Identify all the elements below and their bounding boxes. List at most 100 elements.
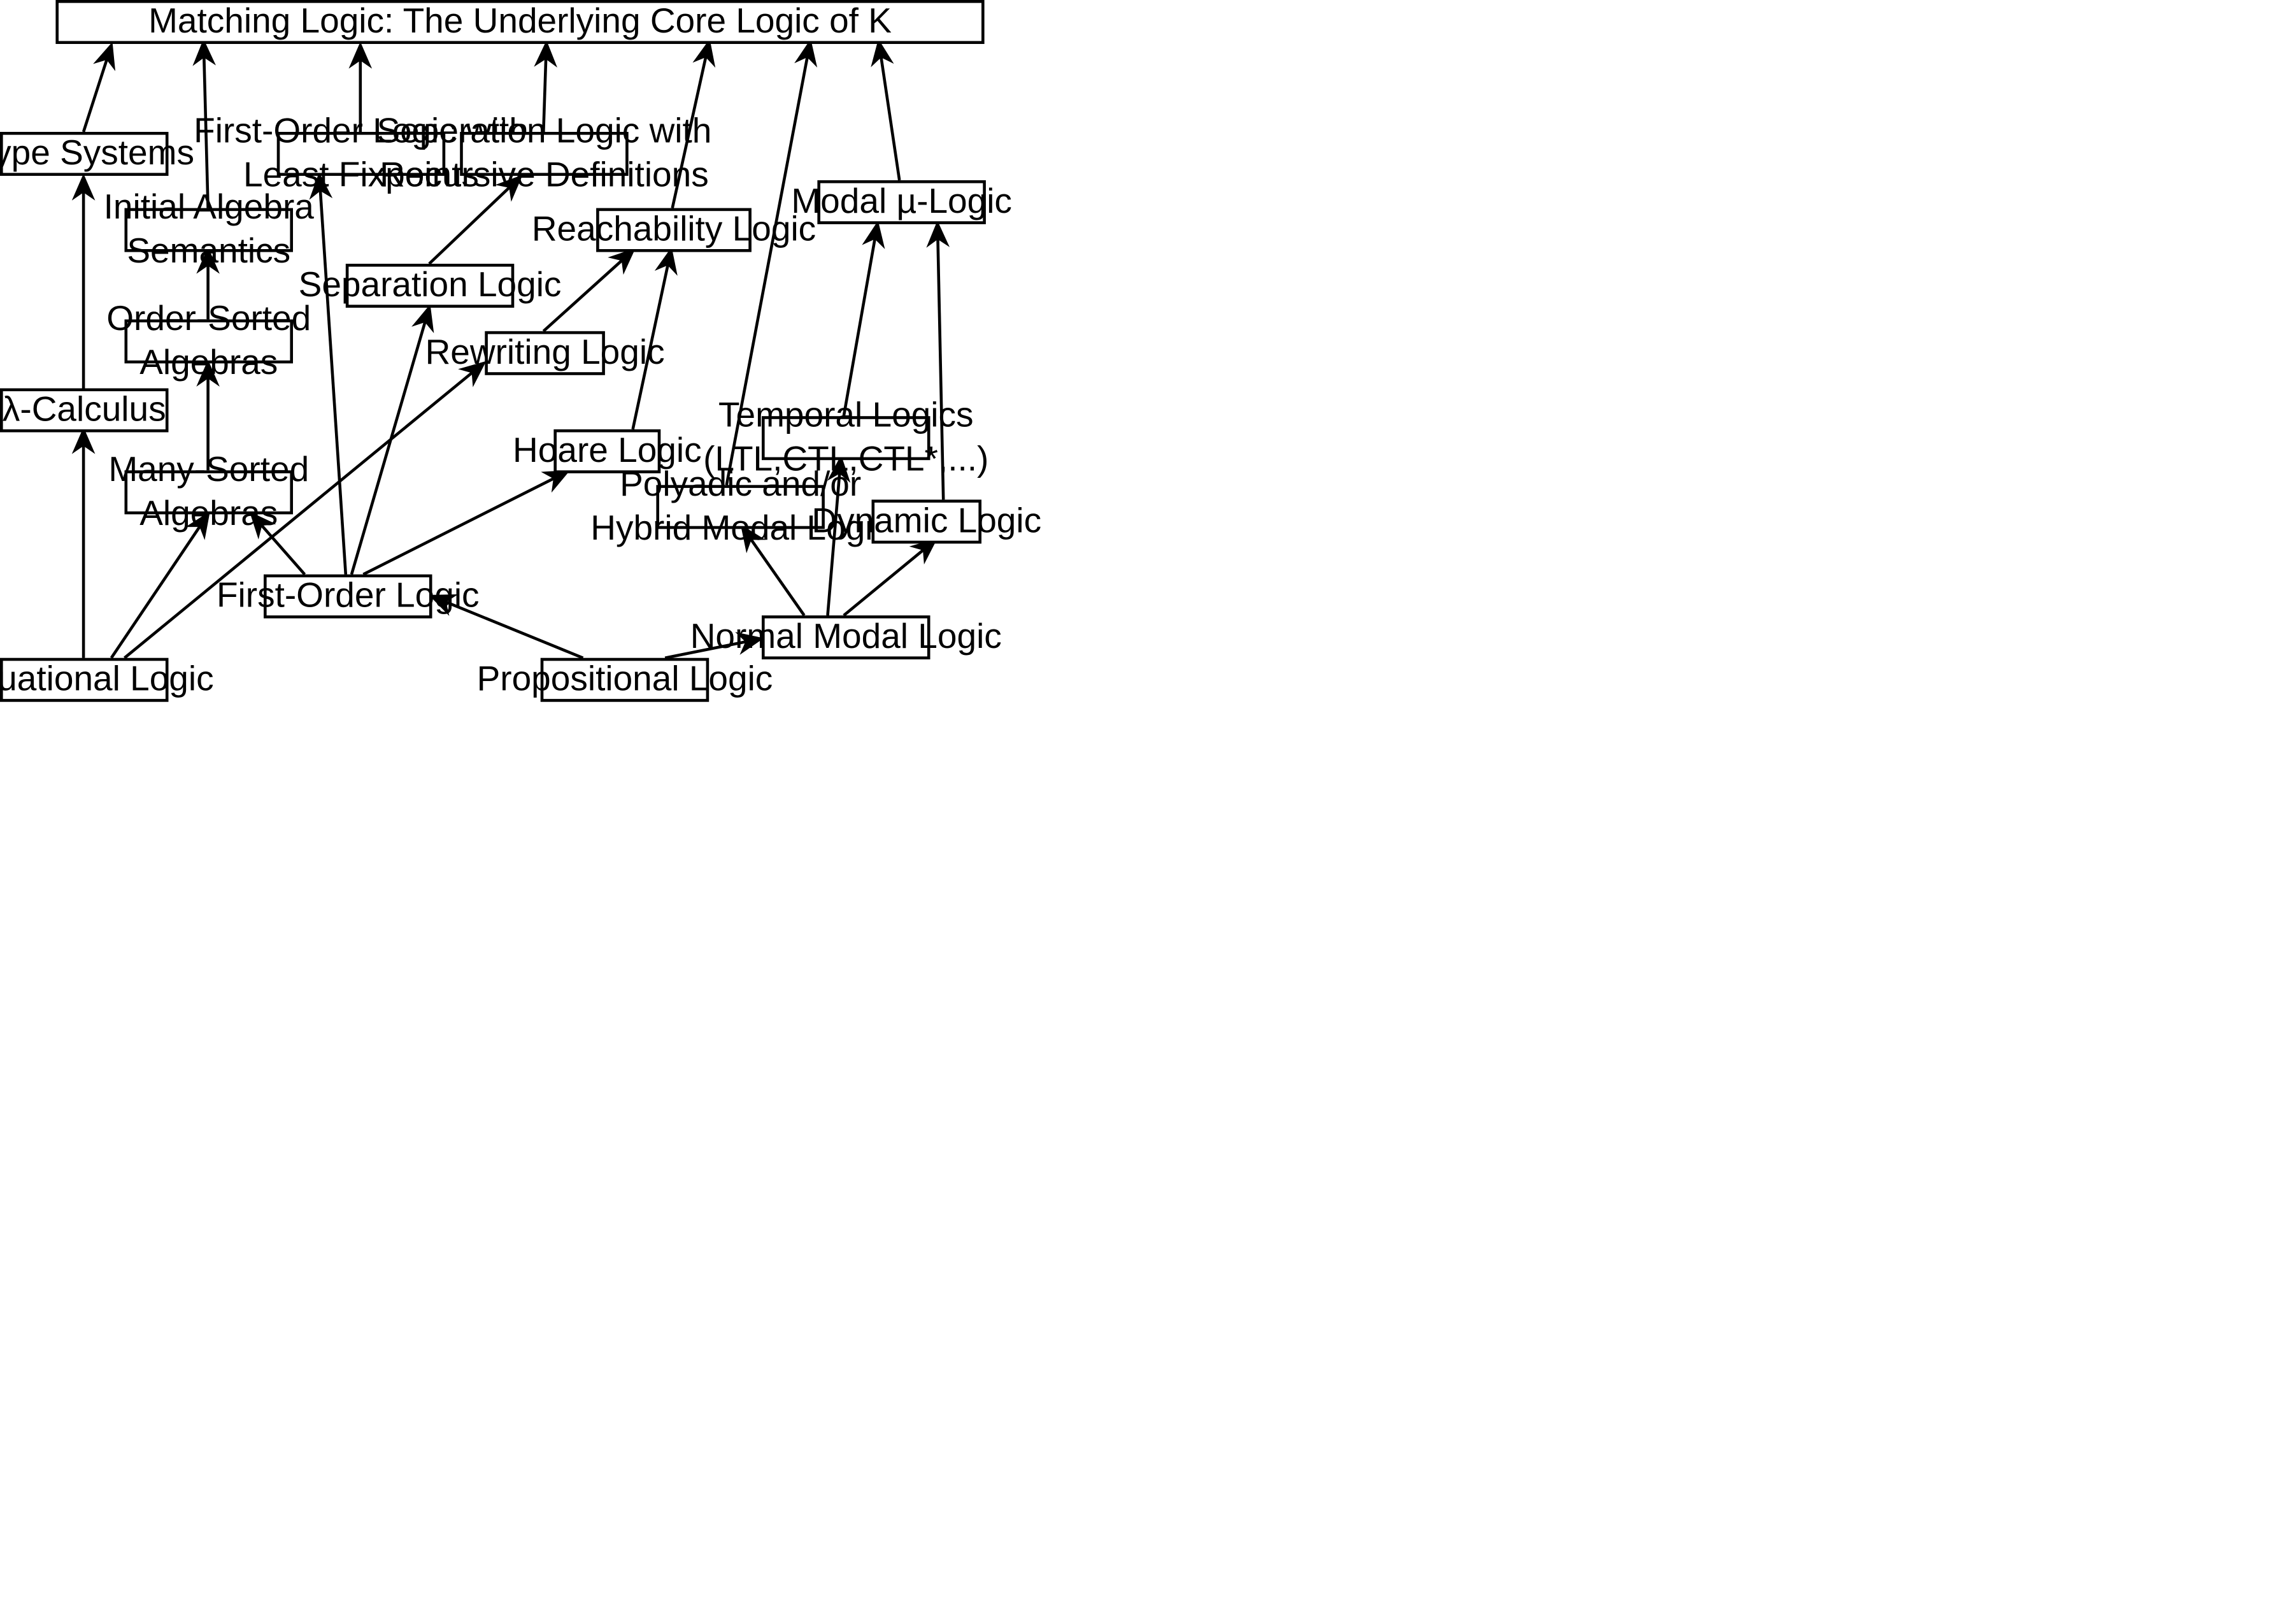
arrowhead-icon xyxy=(71,427,96,454)
edge-propositional-to-fol xyxy=(429,594,584,659)
arrowhead-icon xyxy=(93,41,116,71)
node-box xyxy=(0,132,169,176)
node-separation: Separation Logic xyxy=(299,263,562,308)
edge-line xyxy=(362,476,556,576)
edge-line xyxy=(936,237,945,500)
arrowhead-icon xyxy=(871,38,894,68)
edge-equational-to-lambda xyxy=(71,427,96,658)
edge-initial_algebra-to-matching xyxy=(192,38,216,208)
edge-line xyxy=(444,599,584,659)
node-box xyxy=(460,132,629,176)
edge-normal_modal-to-dynamic xyxy=(843,538,938,617)
node-label-line: Order-Sorted xyxy=(106,298,311,338)
node-label-line: Initial Algebra xyxy=(104,187,315,226)
node-label-line: Least Fixpoints xyxy=(243,155,479,194)
node-hoare: Hoare Logic xyxy=(513,429,702,473)
edge-lambda-to-type_systems xyxy=(71,173,96,389)
edge-line xyxy=(110,524,202,659)
arrowhead-icon xyxy=(926,220,950,248)
arrowhead-icon xyxy=(411,304,434,334)
node-modal-mu: Modal µ-Logic xyxy=(791,180,1012,224)
node-box xyxy=(0,657,169,702)
arrowhead-icon xyxy=(192,38,216,66)
node-temporal: Temporal Logics(LTL,CTL,CTL*,...) xyxy=(703,395,988,478)
node-label-line: Matching Logic: The Underlying Core Logi… xyxy=(148,1,892,40)
arrowhead-icon xyxy=(735,631,764,655)
edge-line xyxy=(124,370,474,659)
node-label-line: Recursive Definitions xyxy=(380,155,709,194)
node-label-line: Hoare Logic xyxy=(513,430,702,470)
node-box xyxy=(553,429,661,473)
arrowhead-icon xyxy=(309,172,333,200)
node-box xyxy=(596,208,752,252)
node-box xyxy=(485,331,605,375)
node-label-line: Many-Sorted xyxy=(108,449,309,489)
edge-sep_rec-to-matching xyxy=(534,40,557,133)
node-box xyxy=(762,615,931,659)
edge-line xyxy=(428,185,511,265)
node-label-line: Polyadic and/or xyxy=(620,464,861,503)
edge-equational-to-many_sorted xyxy=(110,511,210,659)
node-label-line: λ-Calculus xyxy=(3,389,166,429)
arrowhead-icon xyxy=(534,40,557,68)
node-equational: Equational Logic xyxy=(0,657,214,702)
edge-line xyxy=(664,640,748,659)
edge-fol-to-hoare xyxy=(362,470,571,576)
edge-line xyxy=(82,57,109,133)
node-label-line: Seperation Logic with xyxy=(377,111,712,150)
edge-fol-to-separation xyxy=(350,304,434,575)
edge-temporal-to-modal_mu xyxy=(842,220,885,417)
node-label-line: Normal Modal Logic xyxy=(690,616,1002,656)
node-box xyxy=(817,180,986,224)
edge-line xyxy=(725,55,809,485)
node-matching: Matching Logic: The Underlying Core Logi… xyxy=(55,0,985,45)
node-label-line: Hybrid Modal Logic xyxy=(590,508,890,547)
node-label-line: Propositional Logic xyxy=(477,659,773,698)
edge-line xyxy=(202,55,210,208)
node-label-line: Separation Logic xyxy=(299,264,562,304)
edge-polyadic-to-matching xyxy=(725,39,818,485)
node-box xyxy=(540,657,709,702)
edge-line xyxy=(843,548,925,617)
node-label-line: First-Order Logic xyxy=(217,575,480,615)
node-box xyxy=(0,388,169,433)
edge-modal_mu-to-matching xyxy=(871,38,901,181)
arrowhead-icon xyxy=(692,39,716,68)
node-box xyxy=(55,0,985,45)
arrowhead-icon xyxy=(429,594,459,616)
node-label-line: Algebras xyxy=(139,493,278,533)
edge-line xyxy=(350,320,427,575)
arrowhead-icon xyxy=(740,524,766,554)
edge-line xyxy=(631,263,670,430)
arrowhead-icon xyxy=(827,455,851,483)
arrowhead-icon xyxy=(249,511,276,540)
arrowhead-icon xyxy=(794,39,818,68)
edge-line xyxy=(259,523,306,576)
edge-fol-to-fol_lfp xyxy=(309,172,348,575)
node-label-line: Type Systems xyxy=(0,133,194,172)
node-box xyxy=(871,499,982,544)
nodes-layer: Matching Logic: The Underlying Core Logi… xyxy=(0,0,1041,702)
node-label-line: Modal µ-Logic xyxy=(791,181,1012,220)
edge-line xyxy=(879,55,901,181)
node-reachability: Reachability Logic xyxy=(532,208,816,252)
node-box xyxy=(762,416,931,461)
arrowhead-icon xyxy=(495,175,523,202)
edge-equational-to-rewriting xyxy=(124,361,487,659)
arrowhead-icon xyxy=(862,220,885,250)
edge-line xyxy=(542,258,624,333)
edge-normal_modal-to-polyadic xyxy=(740,524,806,617)
node-label-line: Temporal Logics xyxy=(718,395,973,434)
edge-fol-to-many_sorted xyxy=(249,511,306,576)
node-box xyxy=(276,132,446,176)
edge-dynamic-to-modal_mu xyxy=(926,220,950,500)
edge-reachability-to-matching xyxy=(671,39,716,209)
edge-many_sorted-to-order_sorted xyxy=(196,359,220,471)
node-propositional: Propositional Logic xyxy=(477,657,773,702)
